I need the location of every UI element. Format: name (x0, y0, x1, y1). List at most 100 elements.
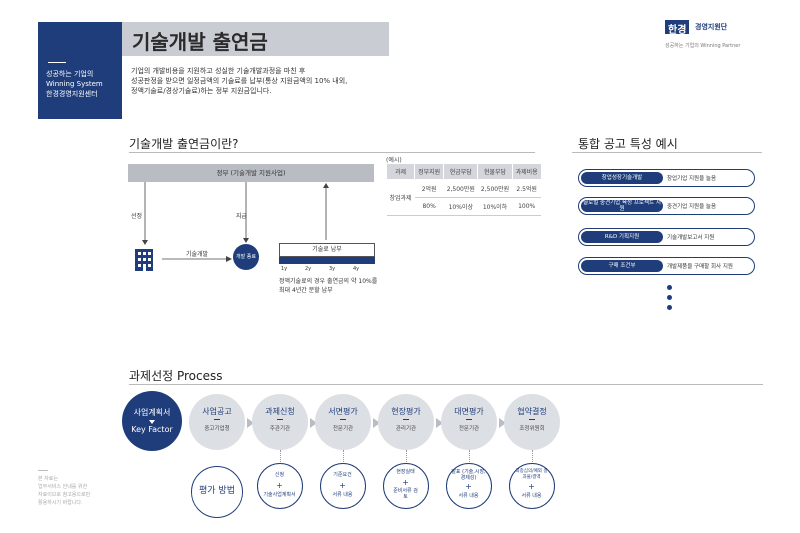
feature-desc: 창업기업 지원을 늘음 (667, 176, 717, 182)
more-dot (667, 295, 672, 300)
building-icon (135, 249, 153, 271)
table-header-row: 과제 정부지원 현금부담 현물부담 과제비용 (385, 163, 542, 180)
table-header: 정부지원 (414, 163, 445, 180)
table-header: 과제 (385, 163, 416, 180)
triangle-down-icon (149, 420, 155, 424)
step-rule (277, 419, 283, 420)
brand-text: 성공하는 기업의 Winning System 한경경영지원센터 (46, 69, 103, 99)
process-step: 사업공고 중고기업청 (189, 394, 245, 450)
arrow-right-icon (310, 418, 317, 428)
step-rule (340, 419, 346, 420)
eval-bottom: 기술사업계획서 (263, 492, 296, 498)
table-cell: 2,500만원 (477, 179, 513, 198)
step-rule (529, 419, 535, 420)
step-rule (214, 419, 220, 420)
page-description: 기업의 개발비용을 지원하고 성실한 기술개발과정을 마친 후 성공판정을 받으… (131, 66, 391, 96)
more-dot (667, 285, 672, 290)
example-tag: (예시) (386, 157, 402, 164)
eval-bottom: 서류 내용 (458, 493, 479, 499)
table-cell: 100% (512, 197, 542, 216)
table-header: 과제비용 (511, 163, 542, 180)
eval-item: 기준요건 + 서류 내용 (320, 463, 366, 509)
arrow-right-icon (499, 418, 506, 428)
table-header: 현물부담 (477, 163, 513, 180)
company-logo: 한경 경영지원단 (665, 20, 745, 38)
repay-note-line: 최대 4년간 분할 납부 (279, 287, 333, 294)
eval-bottom: 서류 내용 (521, 493, 542, 499)
eval-item: 발표 (기술,시장,경제성) + 서류 내용 (446, 463, 492, 509)
step-role: 관리기관 (395, 426, 417, 432)
eval-method-circle: 평가 방법 (191, 466, 243, 518)
feature-pill: 글로벌 중견기업 육성 프로젝트 지원 (581, 200, 663, 212)
brand-line: 성공하는 기업의 (46, 70, 94, 78)
section-title-process: 과제선정 Process (129, 369, 223, 383)
flow-arrows (142, 182, 329, 262)
eval-item: 신청 + 기술사업계획서 (257, 463, 303, 509)
label-grant: 지급 (236, 213, 248, 220)
key-factor-bottom: Key Factor (131, 425, 173, 434)
footnote-line: 활용하시기 바랍니다. (38, 500, 83, 506)
feature-desc: 기술개발보고서 지원 (667, 235, 715, 241)
footnote-line: 자료이므로 참고용으로만 (38, 492, 91, 498)
logo-name: 한경 (665, 20, 690, 36)
key-factor-top: 사업계획서 (133, 408, 171, 417)
feature-item: 글로벌 중견기업 육성 프로젝트 지원 중견기업 지원을 늘음 (578, 197, 755, 215)
plus-icon: + (465, 482, 472, 491)
step-role: 중고기업청 (204, 426, 230, 432)
brand-rule (48, 62, 66, 63)
eval-top: 최종심의/예외 결과물/결액 (515, 469, 548, 480)
arrow-right-icon (247, 418, 254, 428)
footnote-line: 본 자료는 (38, 476, 58, 482)
table-cell: 2.5억원 (512, 179, 542, 198)
dotted-connector (532, 450, 533, 462)
dev-end-circle: 개발 종료 (233, 244, 259, 270)
step-rule (403, 419, 409, 420)
footnote: 본 자료는 업무서비스 안내를 위한 자료이므로 참고용으로만 활용하시기 바랍… (38, 475, 90, 507)
feature-pill: 창업성장기술개발 (581, 172, 663, 184)
eval-bottom: 서류 내용 (332, 492, 353, 498)
plus-icon: + (528, 482, 535, 491)
description-line: 기업의 개발비용을 지원하고 성실한 기술개발과정을 마친 후 (131, 67, 306, 75)
label-selection: 선정 (131, 213, 143, 220)
footnote-line: 업무서비스 안내를 위한 (38, 484, 88, 490)
step-role: 전문기관 (458, 426, 480, 432)
feature-pill: 구매 조건부 (581, 260, 663, 272)
section-title-intro: 기술개발 출연금이란? (129, 137, 239, 151)
plus-icon: + (276, 481, 283, 490)
eval-top: 발표 (기술,시장,경제성) (451, 469, 486, 481)
eval-top: 현장실태 (396, 469, 415, 475)
table-cell: 창업과제 (386, 179, 415, 216)
repay-note: 정액기술료의 경우 출연금의 약 10%를 최대 4년간 분할 납부 (279, 277, 377, 295)
arrow-right-icon (436, 418, 443, 428)
process-step: 현장평가 관리기관 (378, 394, 434, 450)
plus-icon: + (339, 481, 346, 490)
process-step: 협약결정 조정위원회 (504, 394, 560, 450)
step-name: 과제신청 (265, 407, 295, 416)
key-factor-circle: 사업계획서 Key Factor (122, 391, 182, 451)
feature-item: 창업성장기술개발 창업기업 지원을 늘음 (578, 169, 755, 187)
step-role: 조정위원회 (519, 426, 545, 432)
feature-desc: 중견기업 지원을 늘음 (667, 204, 717, 210)
year-label: 3y (329, 266, 336, 272)
plus-icon: + (402, 478, 409, 487)
repay-box: 기술료 납부 (279, 243, 375, 257)
table-cell: 10%이하 (477, 197, 513, 216)
step-name: 협약결정 (517, 407, 547, 416)
repay-bar (279, 257, 375, 264)
government-bar: 정부 (기술개발 지원사업) (128, 164, 374, 182)
feature-desc: 개발제품을 구매할 회사 지원 (667, 264, 733, 270)
table-cell: 2,500만원 (443, 179, 478, 198)
feature-pill: R&D 기획지원 (581, 231, 663, 243)
step-name: 서면평가 (328, 407, 358, 416)
section-title-features: 통합 공고 특성 예시 (578, 137, 678, 151)
label-techdev: 기술개발 (186, 251, 209, 258)
process-step: 대면평가 전문기관 (441, 394, 497, 450)
brand-box: 성공하는 기업의 Winning System 한경경영지원센터 (38, 22, 122, 119)
eval-item: 최종심의/예외 결과물/결액 + 서류 내용 (509, 463, 555, 509)
step-name: 대면평가 (454, 407, 484, 416)
process-step: 서면평가 전문기관 (315, 394, 371, 450)
brand-line: 한경경영지원센터 (46, 90, 98, 98)
process-step: 과제신청 주관기관 (252, 394, 308, 450)
table-cell: 2억원 (414, 179, 444, 198)
feature-item: 구매 조건부 개발제품을 구매할 회사 지원 (578, 257, 755, 275)
